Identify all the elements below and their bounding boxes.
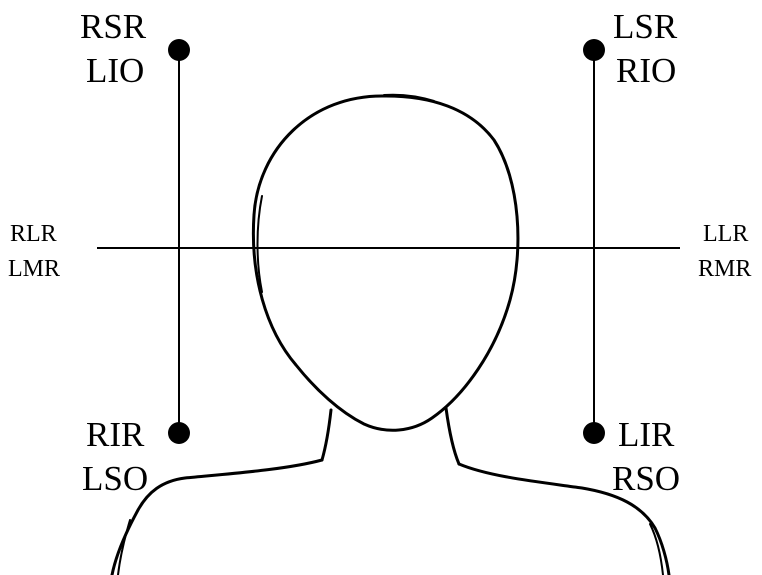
label-rso: RSO bbox=[612, 459, 681, 498]
label-llr: LLR bbox=[703, 221, 749, 247]
label-rir: RIR bbox=[86, 415, 145, 454]
shoulders-sketch bbox=[110, 406, 671, 575]
label-rsr: RSR bbox=[80, 7, 147, 46]
label-lir: LIR bbox=[618, 415, 675, 454]
bottom-right-dot bbox=[583, 422, 605, 444]
label-lio: LIO bbox=[86, 51, 145, 90]
label-lsr: LSR bbox=[613, 7, 678, 46]
bottom-left-dot bbox=[168, 422, 190, 444]
label-lmr: LMR bbox=[8, 256, 61, 282]
label-rlr: RLR bbox=[10, 221, 57, 247]
top-right-dot bbox=[583, 39, 605, 61]
label-lso: LSO bbox=[82, 459, 149, 498]
top-left-dot bbox=[168, 39, 190, 61]
label-rio: RIO bbox=[616, 51, 677, 90]
label-rmr: RMR bbox=[698, 256, 752, 282]
head-sketch bbox=[251, 93, 520, 432]
